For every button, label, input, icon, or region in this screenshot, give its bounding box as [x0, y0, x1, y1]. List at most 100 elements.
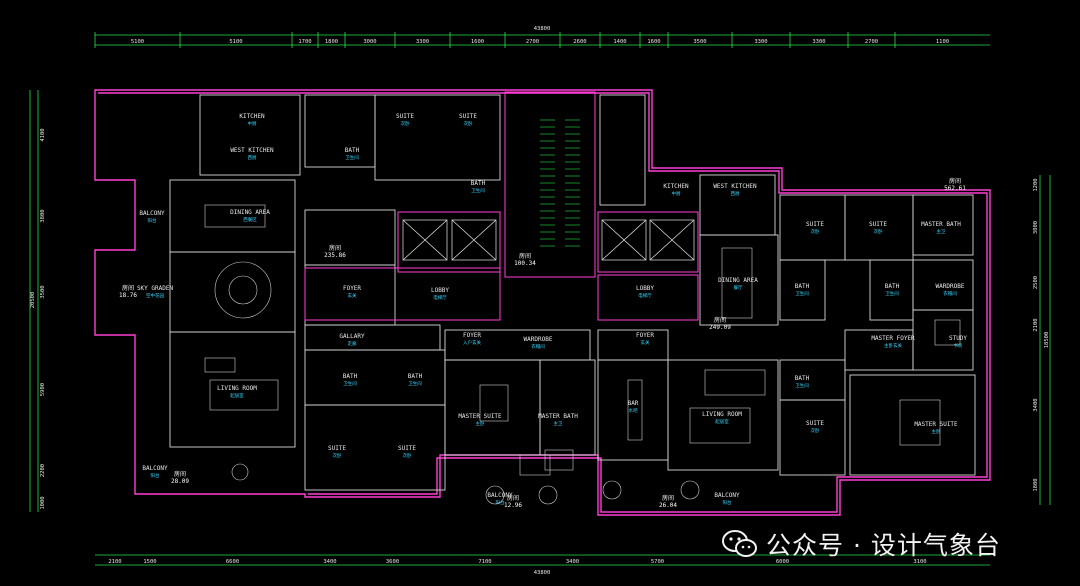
dimension-right: 3400 [1033, 398, 1039, 411]
room-label-cn: 玄关 [348, 292, 357, 299]
area-value: 562.61 [944, 185, 966, 192]
room-label-cn: 电梯厅 [433, 294, 447, 301]
dimension-left: 4100 [40, 128, 46, 141]
area-title: 房间 [714, 316, 726, 324]
room-label-cn: 阳台 [496, 499, 505, 506]
room-label-en: WARDROBE [936, 283, 965, 290]
room-label-en: BALCONY [714, 492, 740, 499]
room-label-cn: 次卧 [464, 120, 473, 127]
room-label-cn: 衣帽间 [531, 343, 545, 350]
room-label-cn: 起居室 [715, 418, 729, 425]
room-label-en: MASTER SUITE [914, 421, 958, 428]
elevator-shafts [402, 219, 695, 261]
area-title: 房间 [122, 284, 134, 292]
area-value: 235.86 [324, 252, 346, 259]
room-label-en: BATH [795, 375, 810, 382]
room-label-cn: 西厨 [248, 155, 257, 161]
room-label-en: BATH [795, 283, 810, 290]
room-label-cn: 书房 [954, 342, 963, 349]
room-label-cn: 主卫 [554, 420, 563, 427]
room-label-cn: 主卧玄关 [884, 342, 902, 349]
room-label-en: BATH [471, 180, 486, 187]
dimension-bottom: 3400 [566, 559, 579, 565]
dimension-left-total: 20500 [30, 292, 36, 309]
room-label-en: WEST KITCHEN [230, 147, 274, 154]
area-value: 249.09 [709, 324, 731, 331]
dimension-top: 3000 [363, 39, 376, 45]
room-label-en: BAR [628, 400, 639, 407]
room-label-en: GALLARY [339, 333, 365, 340]
room-label-en: BALCONY [487, 492, 513, 499]
room-label-en: MASTER SUITE [458, 413, 502, 420]
room-label-en: MASTER FOYER [871, 335, 915, 342]
dimension-bottom: 3600 [386, 559, 399, 565]
inner-walls [169, 94, 976, 491]
room-label-en: BATH [345, 147, 360, 154]
room-label-en: STUDY [949, 335, 967, 342]
room-label-en: BALCONY [142, 465, 168, 472]
watermark-text: 公众号 · 设计气象台 [766, 531, 1001, 560]
room-label-en: KITCHEN [239, 113, 265, 120]
room-label-cn: 次卧 [874, 228, 883, 235]
room-label-cn: 次卧 [811, 228, 820, 235]
room-label-cn: 次卧 [401, 120, 410, 127]
dimension-bottom: 1500 [143, 559, 156, 565]
room-label-cn: 阳台 [151, 472, 160, 479]
area-title: 房间 [507, 494, 519, 502]
dimension-bottom: 5700 [651, 559, 664, 565]
room-label-cn: 阳台 [723, 499, 732, 506]
dimension-right: 1800 [1033, 478, 1039, 491]
room-label-en: LOBBY [636, 285, 654, 292]
room-label-en: MASTER BATH [921, 221, 961, 228]
room-label-en: SUITE [806, 420, 824, 427]
dimension-bottom: 6000 [776, 559, 789, 565]
room-label-en: LIVING ROOM [217, 385, 257, 392]
outer-walls [94, 89, 991, 516]
room-label-en: SUITE [398, 445, 416, 452]
room-label-en: MASTER BATH [538, 413, 578, 420]
area-title: 房间 [519, 252, 531, 260]
area-title: 房间 [662, 494, 674, 502]
room-label-en: FOYER [463, 332, 481, 339]
dimension-top: 5100 [131, 39, 144, 45]
room-label-cn: 西餐区 [243, 216, 257, 223]
dimension-total-bottom: 43800 [534, 570, 551, 576]
room-label-cn: 电梯厅 [638, 292, 652, 299]
dimension-top: 1100 [936, 39, 949, 45]
room-label-cn: 卫生间 [471, 187, 485, 194]
furniture [204, 204, 961, 505]
dimension-top: 2600 [573, 39, 586, 45]
dimension-top: 3500 [693, 39, 706, 45]
room-label-cn: 卫生间 [885, 290, 899, 297]
dimension-left: 1000 [40, 496, 46, 509]
room-label-cn: 卫生间 [343, 380, 357, 387]
room-label-cn: 阳台 [148, 217, 157, 224]
